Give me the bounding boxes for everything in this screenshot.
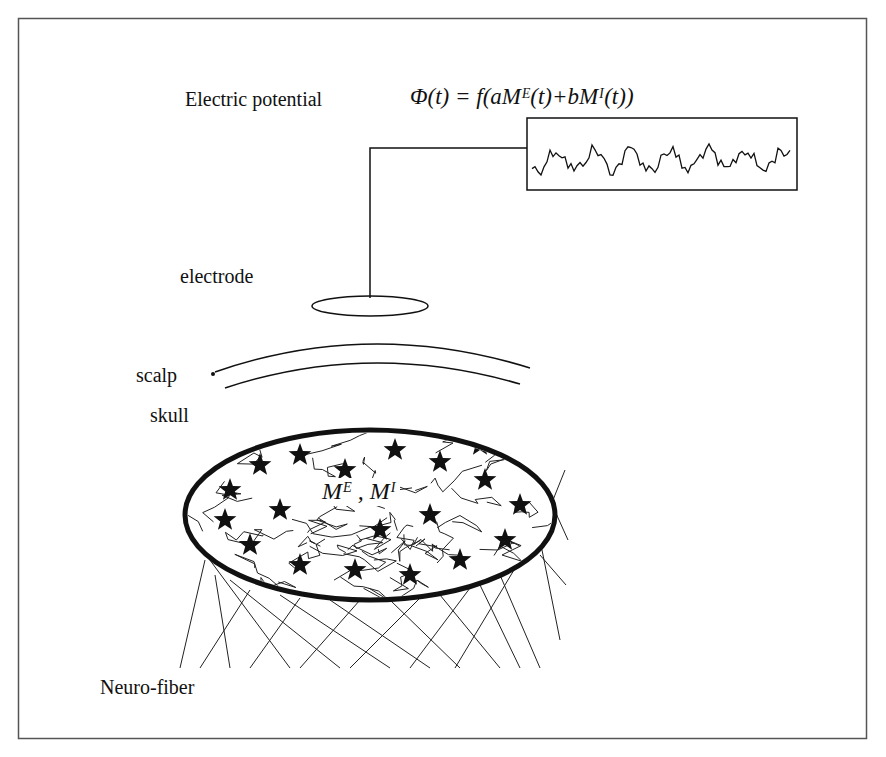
scalp-dot [211, 372, 215, 376]
neuron-star [344, 558, 367, 580]
neuron-star [239, 533, 262, 555]
dendrite [348, 545, 387, 555]
dendrite [452, 488, 502, 506]
neuron-star [399, 563, 422, 585]
neuron-star [419, 503, 442, 525]
eeg-trace-box [527, 118, 797, 190]
electrode-wire [370, 148, 527, 298]
neuro-fiber-line [500, 575, 540, 668]
heading-label: Electric potential [185, 88, 322, 111]
neuro-fiber-line [280, 595, 390, 668]
neuro-fiber-line [180, 560, 205, 668]
neuro-fiber-line [215, 575, 230, 668]
neuro-fiber-line [330, 600, 430, 668]
neuro-fiber-line [350, 598, 420, 668]
neuron-star [429, 450, 452, 472]
neuro-fiber-line [480, 585, 520, 668]
skull-outline [185, 430, 555, 600]
neuron-star [449, 548, 472, 570]
neuron-star [494, 528, 517, 550]
dendrite [391, 541, 420, 562]
dendrite [193, 572, 223, 583]
neuron-star [334, 458, 357, 480]
dendrite [485, 453, 505, 471]
dendrite [298, 536, 320, 547]
neuron-star [249, 453, 272, 475]
neuron-star [289, 443, 312, 465]
dendrite [307, 431, 373, 455]
neuron-star [469, 433, 492, 455]
dendrite [437, 516, 482, 532]
neuron-star [269, 498, 292, 520]
dendrite [317, 507, 347, 530]
neuro-fiber-line [410, 588, 470, 668]
neuro-fiber-line [200, 590, 250, 668]
part-label: scalp [136, 364, 177, 387]
neuro-fiber-line [540, 540, 560, 640]
neuro-fiber-line [440, 595, 500, 668]
neuron-star [369, 518, 392, 540]
part-label: electrode [180, 265, 253, 288]
dendrite [169, 513, 203, 532]
neuron-star [214, 508, 237, 530]
electrode-disc [312, 296, 428, 316]
dendrite [256, 578, 296, 588]
dendrite [416, 539, 458, 555]
figure-frame [19, 19, 867, 739]
neuron-star [219, 478, 242, 500]
dendrite [292, 519, 371, 537]
dendrite [532, 510, 583, 528]
variable-label: Mᴱ , Mᴵ [318, 478, 400, 506]
dendrite [363, 457, 376, 478]
eeg-wave [532, 144, 790, 175]
scalp-arc [225, 363, 520, 388]
neuro-fiber-line [540, 555, 566, 585]
dendrite [404, 534, 438, 560]
dendrite [436, 417, 482, 453]
neuro-fiber-line [300, 600, 360, 668]
dendrite [396, 486, 428, 497]
neuro-fiber-line [250, 598, 300, 668]
eeg-trace [532, 144, 790, 175]
formula-label: Φ(t) = f(aMᴱ(t)+bMᴵ(t)) [410, 84, 634, 110]
neuro-fiber-line [390, 600, 460, 668]
part-label: Neuro-fiber [100, 676, 194, 699]
neuron-star [509, 493, 532, 515]
neuron-network [169, 417, 584, 630]
part-label: skull [150, 404, 189, 427]
scalp-arc [215, 344, 530, 372]
dendrite [334, 551, 386, 580]
dendrite [388, 580, 429, 608]
dendrite [348, 588, 383, 630]
dendrite [340, 577, 389, 601]
dendrite [431, 465, 482, 492]
neuron-star [289, 553, 312, 575]
neuron-star [474, 468, 497, 490]
neuron-star [384, 438, 407, 460]
